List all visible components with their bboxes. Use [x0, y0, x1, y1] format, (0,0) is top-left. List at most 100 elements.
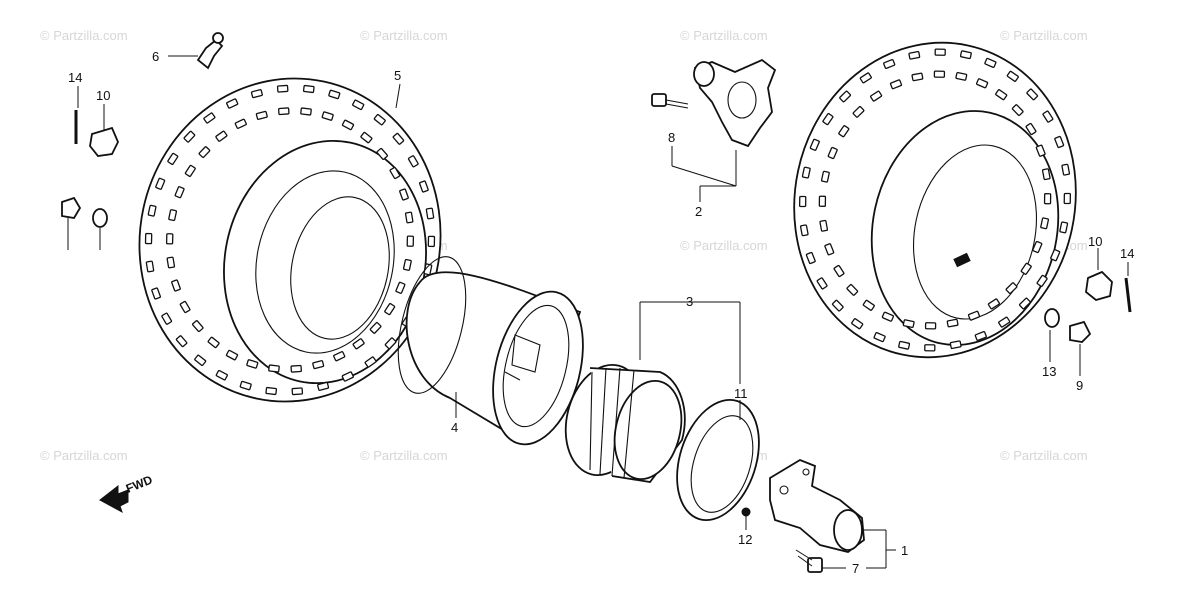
tread-knob — [406, 235, 415, 247]
tread-knob — [352, 338, 365, 350]
tread-knob — [816, 277, 828, 290]
tread-knob — [911, 72, 924, 82]
tread-knob — [328, 89, 341, 100]
callout-10-left: 10 — [96, 88, 110, 103]
tread-knob — [239, 380, 252, 391]
tread-knob — [984, 57, 997, 68]
tread-knob — [959, 50, 972, 60]
tread-knob — [179, 300, 191, 314]
wheel-spacer — [564, 363, 686, 483]
tread-knob — [145, 260, 155, 273]
tread-knob — [147, 204, 157, 217]
tread-knob — [833, 264, 845, 278]
tread-knob — [155, 177, 166, 190]
watermark: © Partzilla.com — [360, 28, 448, 43]
nut-left — [61, 196, 82, 219]
watermark: © Partzilla.com — [680, 28, 768, 43]
tread-knob — [924, 344, 936, 352]
tread-knob — [384, 303, 396, 316]
tread-knob — [255, 110, 268, 120]
tread-knob — [1032, 240, 1043, 254]
wheel-hub-upper — [693, 58, 777, 148]
cotter-pin-right — [1124, 277, 1132, 313]
tread-knob — [384, 337, 397, 350]
tread-knob — [1042, 110, 1054, 123]
tread-knob — [975, 78, 989, 89]
watermark: © Partzilla.com — [360, 448, 448, 463]
tread-knob — [389, 166, 401, 180]
tread-knob — [1036, 274, 1048, 287]
tread-knob — [300, 107, 312, 116]
tread-knob — [234, 118, 247, 129]
tread-knob — [250, 89, 263, 99]
tread-knob — [183, 130, 196, 143]
tread-knob — [949, 340, 962, 350]
tread-knob — [225, 349, 239, 361]
right-tire — [793, 41, 1077, 359]
tread-knob — [341, 371, 354, 382]
tread-knob — [889, 79, 903, 90]
tread-knob — [827, 146, 838, 160]
wheel-rim — [397, 256, 584, 446]
tread-knob — [974, 331, 987, 341]
tread-knob — [395, 281, 406, 294]
watermark: © Partzilla.com — [680, 238, 768, 253]
left-tire — [138, 77, 442, 403]
tread-knob — [998, 316, 1011, 328]
tread-knob — [425, 207, 435, 220]
tread-knob — [302, 84, 315, 94]
tread-knob — [822, 113, 834, 126]
right-tire-tread — [798, 48, 1072, 352]
nut-right — [1069, 320, 1092, 343]
tread-knob — [924, 322, 937, 330]
callout-9: 9 — [1076, 378, 1083, 393]
tread-knob — [312, 360, 325, 370]
tread-knob — [995, 89, 1008, 101]
tread-knob — [171, 279, 181, 292]
callout-14-left: 14 — [68, 70, 82, 85]
tread-knob — [1040, 217, 1050, 230]
tread-knob — [805, 251, 816, 265]
tread-knob — [376, 147, 388, 160]
tread-knob — [883, 59, 896, 69]
tread-knob — [946, 318, 959, 328]
tread-knob — [194, 354, 207, 367]
tread-knob — [831, 299, 844, 312]
tread-knob — [820, 170, 830, 183]
callout-11: 11 — [734, 386, 748, 401]
tread-knob — [1061, 163, 1071, 176]
tread-knob — [824, 243, 835, 256]
tread-knob — [799, 224, 809, 237]
tread-knob — [1005, 282, 1018, 294]
tread-knob — [1018, 297, 1031, 310]
tread-knob — [852, 106, 865, 118]
tread-knob — [1006, 70, 1019, 82]
tread-knob — [908, 50, 921, 60]
tread-knob — [198, 146, 211, 159]
tread-knob — [1020, 262, 1032, 275]
callout-4: 4 — [451, 420, 458, 435]
tread-knob — [809, 138, 820, 151]
tread-knob — [1059, 221, 1069, 234]
watermark: © Partzilla.com — [40, 448, 128, 463]
tread-knob — [151, 287, 161, 300]
bolt-12 — [741, 507, 751, 517]
tread-knob — [1041, 168, 1051, 181]
watermark: © Partzilla.com — [1000, 448, 1088, 463]
forward-arrow-icon — [99, 484, 129, 514]
tread-knob — [819, 219, 829, 232]
tread-knob — [265, 386, 278, 396]
tread-knob — [423, 263, 433, 276]
tread-knob — [987, 298, 1000, 310]
tread-knob — [402, 258, 412, 271]
callout-2: 2 — [695, 204, 702, 219]
tread-knob — [321, 111, 334, 121]
callout-12: 12 — [738, 532, 752, 547]
tread-knob — [818, 195, 827, 207]
callout-8: 8 — [668, 130, 675, 145]
tread-knob — [967, 310, 981, 321]
forward-direction-indicator: FWD — [99, 472, 155, 514]
tread-knob — [798, 195, 807, 208]
valve-stem — [196, 32, 224, 70]
tread-knob — [268, 364, 280, 373]
